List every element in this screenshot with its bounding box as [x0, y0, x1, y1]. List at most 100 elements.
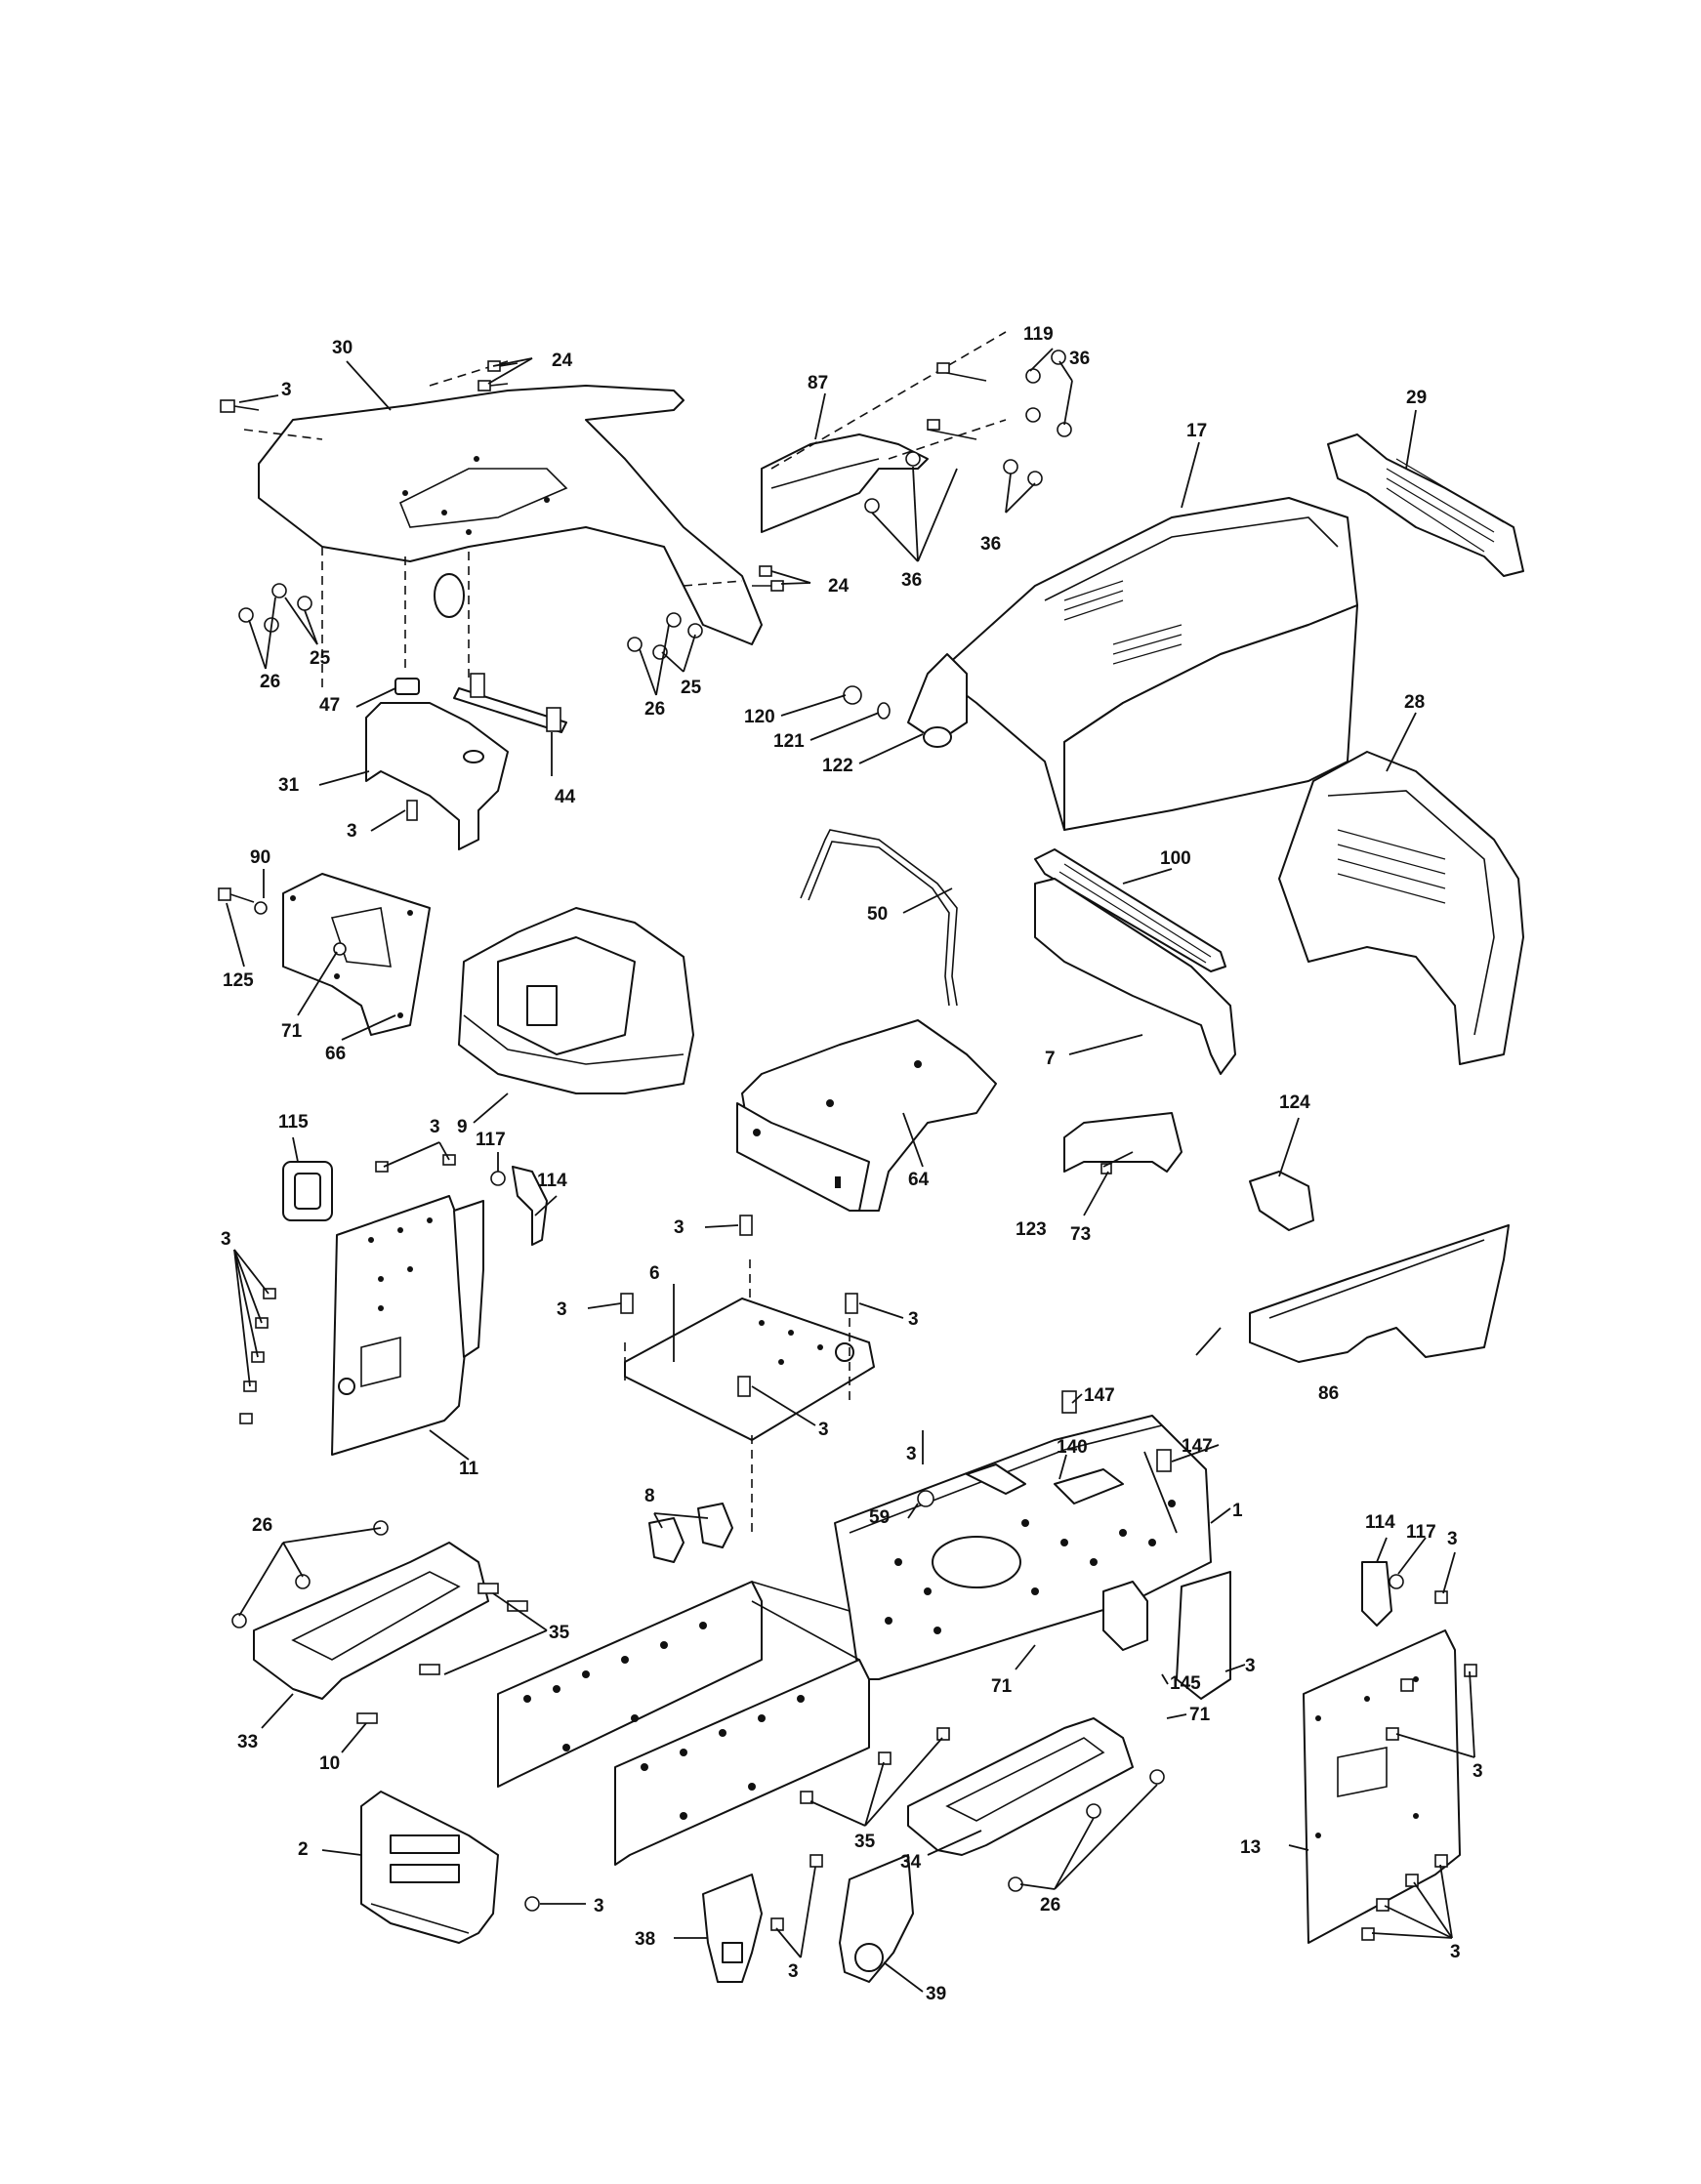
- part-1-frame: [834, 1390, 1231, 1700]
- callout-1: 1: [1232, 1501, 1243, 1521]
- callout-147: 147: [1084, 1385, 1115, 1406]
- callout-31: 31: [278, 775, 300, 796]
- part-50-wire: [800, 829, 958, 1007]
- callout-123: 123: [1016, 1219, 1047, 1240]
- callout-38: 38: [635, 1929, 655, 1950]
- callout-73: 73: [1070, 1224, 1091, 1245]
- callout-13: 13: [1240, 1837, 1261, 1858]
- part-28-grille: [1278, 751, 1524, 1065]
- part-13-side-plate: [1303, 1561, 1477, 1944]
- callout-3: 3: [221, 1229, 231, 1250]
- callout-3: 3: [788, 1961, 799, 1982]
- callout-26: 26: [260, 672, 280, 692]
- callout-122: 122: [822, 756, 853, 776]
- callout-66: 66: [325, 1044, 346, 1064]
- part-39-bracket: [839, 1854, 914, 1983]
- callout-47: 47: [319, 695, 340, 716]
- callout-3: 3: [557, 1299, 567, 1320]
- callout-3: 3: [906, 1444, 917, 1464]
- callout-124: 124: [1279, 1092, 1310, 1113]
- callout-25: 25: [310, 648, 331, 669]
- callout-3: 3: [430, 1117, 440, 1137]
- callout-36: 36: [980, 534, 1001, 555]
- callout-26: 26: [252, 1515, 272, 1536]
- part-86-side-panel: [1249, 1224, 1510, 1363]
- part-87-cowl-bracket: [761, 331, 1072, 533]
- callout-26: 26: [644, 699, 665, 720]
- part-115-grommet: [282, 1161, 333, 1221]
- callout-64: 64: [908, 1170, 930, 1190]
- callout-117: 117: [476, 1130, 506, 1150]
- part-123-brace: [1063, 1112, 1182, 1174]
- callout-3: 3: [908, 1309, 919, 1330]
- part-33-footrest: [231, 1520, 528, 1724]
- callout-3: 3: [1473, 1761, 1483, 1782]
- callout-36: 36: [1069, 349, 1090, 369]
- callout-8: 8: [644, 1486, 655, 1506]
- part-9-fuel-tank: [458, 907, 694, 1094]
- callout-25: 25: [681, 678, 702, 698]
- callout-35: 35: [854, 1832, 876, 1852]
- part-38-bracket: [702, 1854, 823, 1983]
- callout-3: 3: [281, 380, 292, 400]
- callout-87: 87: [808, 373, 828, 393]
- callout-30: 30: [332, 338, 353, 358]
- callout-50: 50: [867, 904, 888, 925]
- callout-3: 3: [347, 821, 357, 842]
- part-17-hood: [843, 497, 1358, 831]
- callout-11: 11: [459, 1459, 479, 1479]
- callout-39: 39: [926, 1984, 946, 2004]
- callout-121: 121: [773, 731, 805, 752]
- part-100-seal: [1034, 848, 1226, 972]
- callout-71: 71: [281, 1021, 303, 1042]
- callout-3: 3: [1450, 1942, 1461, 1962]
- callout-24: 24: [828, 576, 850, 597]
- callout-3: 3: [818, 1420, 829, 1440]
- callout-35: 35: [549, 1623, 570, 1643]
- callout-125: 125: [223, 970, 254, 991]
- callout-7: 7: [1045, 1049, 1056, 1069]
- part-6-battery-plate: [620, 1215, 875, 1533]
- callout-28: 28: [1404, 692, 1425, 713]
- callout-3: 3: [1447, 1529, 1458, 1549]
- callout-140: 140: [1057, 1437, 1088, 1458]
- part-11-side-plate: [331, 1166, 548, 1456]
- callout-34: 34: [900, 1852, 922, 1873]
- part-8-clips: [648, 1503, 733, 1563]
- callout-114: 114: [1365, 1512, 1395, 1533]
- callout-10: 10: [319, 1753, 340, 1774]
- callout-29: 29: [1406, 388, 1427, 408]
- leader-lines: [226, 348, 1475, 1993]
- part-66-plate: [218, 873, 431, 1036]
- callout-44: 44: [555, 787, 576, 807]
- callout-3: 3: [1245, 1656, 1256, 1676]
- callout-3: 3: [594, 1896, 604, 1916]
- callout-59: 59: [869, 1507, 890, 1528]
- callout-100: 100: [1160, 848, 1191, 869]
- callout-24: 24: [552, 350, 573, 371]
- callout-17: 17: [1186, 421, 1207, 441]
- callout-119: 119: [1023, 324, 1054, 345]
- callout-labels: 30 24 3 24 26 25 26 25 47 44 31 3 87 119…: [221, 324, 1483, 2004]
- part-7-panel: [1034, 878, 1236, 1075]
- callout-33: 33: [237, 1732, 258, 1752]
- callout-114: 114: [537, 1171, 567, 1191]
- callout-9: 9: [457, 1117, 468, 1137]
- callout-115: 115: [278, 1112, 309, 1133]
- callout-2: 2: [298, 1839, 309, 1860]
- callout-6: 6: [649, 1263, 660, 1284]
- callout-145: 145: [1170, 1673, 1201, 1694]
- callout-86: 86: [1318, 1383, 1339, 1404]
- callout-90: 90: [250, 847, 270, 868]
- callout-71: 71: [1189, 1705, 1211, 1725]
- part-2-front-plate: [360, 1791, 540, 1944]
- part-124-clip: [1249, 1171, 1314, 1231]
- callout-120: 120: [744, 707, 775, 727]
- part-30-dash-panel: [243, 360, 763, 693]
- frame-rail-right: [614, 1581, 870, 1866]
- callout-26: 26: [1040, 1895, 1060, 1916]
- callout-117: 117: [1406, 1522, 1436, 1543]
- part-64-mount: [736, 1019, 997, 1212]
- part-29-grille-strip: [1327, 433, 1524, 577]
